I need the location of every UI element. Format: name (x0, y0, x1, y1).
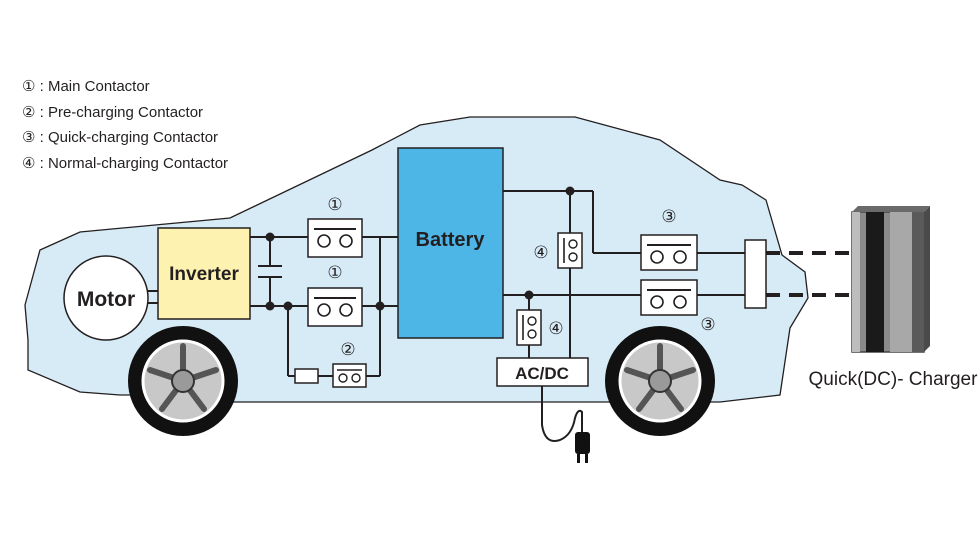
legend-item-quick-charging-contactor: ③ : Quick-charging Contactor (22, 129, 219, 146)
legend-item-normal-charging-contactor: ④ : Normal-charging Contactor (22, 154, 229, 172)
legend-item-main-contactor: ① : Main Contactor (22, 78, 150, 95)
motor-label: Motor (77, 288, 135, 311)
acdc-label: AC/DC (515, 364, 569, 383)
quick-charging-contactor-lower: ③ (640, 279, 716, 334)
normal-charging-contactor-lower: ④ (516, 309, 564, 346)
marker-normal: ④ (533, 243, 548, 262)
legend-label: Main Contactor (47, 78, 150, 95)
quick-charging-contactor-upper: ③ (640, 207, 698, 271)
front-wheel (605, 326, 715, 436)
wiring (145, 190, 745, 442)
quick-charger-icon (851, 206, 930, 353)
legend-item-pre-charging-contactor: ② : Pre-charging Contactor (22, 103, 204, 121)
marker-quick: ③ (661, 207, 676, 226)
charging-inlet (744, 239, 767, 309)
marker-quick: ③ (700, 315, 715, 334)
inverter: Inverter (157, 227, 251, 320)
pre-charge-resistor (294, 368, 319, 384)
acdc-converter: AC/DC (496, 357, 589, 387)
dc-charge-cables (766, 251, 852, 297)
legend-marker: ④ (22, 154, 36, 172)
pre-charging-contactor: ② (332, 340, 367, 388)
legend-label: Pre-charging Contactor (47, 103, 204, 121)
main-contactor-lower: ① (307, 263, 363, 327)
battery-label: Battery (416, 229, 486, 251)
rear-wheel (128, 326, 238, 436)
legend-marker: ① (22, 78, 36, 95)
plug-icon (575, 432, 590, 463)
legend: ① : Main Contactor ② : Pre-charging Cont… (22, 74, 228, 176)
motor: Motor (63, 255, 149, 341)
marker-main: ① (327, 195, 342, 214)
legend-marker: ② (22, 103, 36, 121)
marker-main: ① (327, 263, 342, 282)
marker-normal: ④ (548, 319, 563, 338)
battery: Battery (397, 147, 504, 339)
quick-charger-label: Quick(DC)- Charger (809, 369, 979, 390)
normal-charging-contactor-upper: ④ (533, 232, 583, 269)
legend-label: Normal-charging Contactor (47, 154, 229, 172)
legend-marker: ③ (22, 129, 36, 146)
legend-label: Quick-charging Contactor (47, 129, 219, 146)
junctions (265, 186, 575, 311)
marker-pre: ② (340, 340, 355, 359)
main-contactor-upper: ① (307, 195, 363, 258)
inverter-label: Inverter (169, 264, 239, 285)
